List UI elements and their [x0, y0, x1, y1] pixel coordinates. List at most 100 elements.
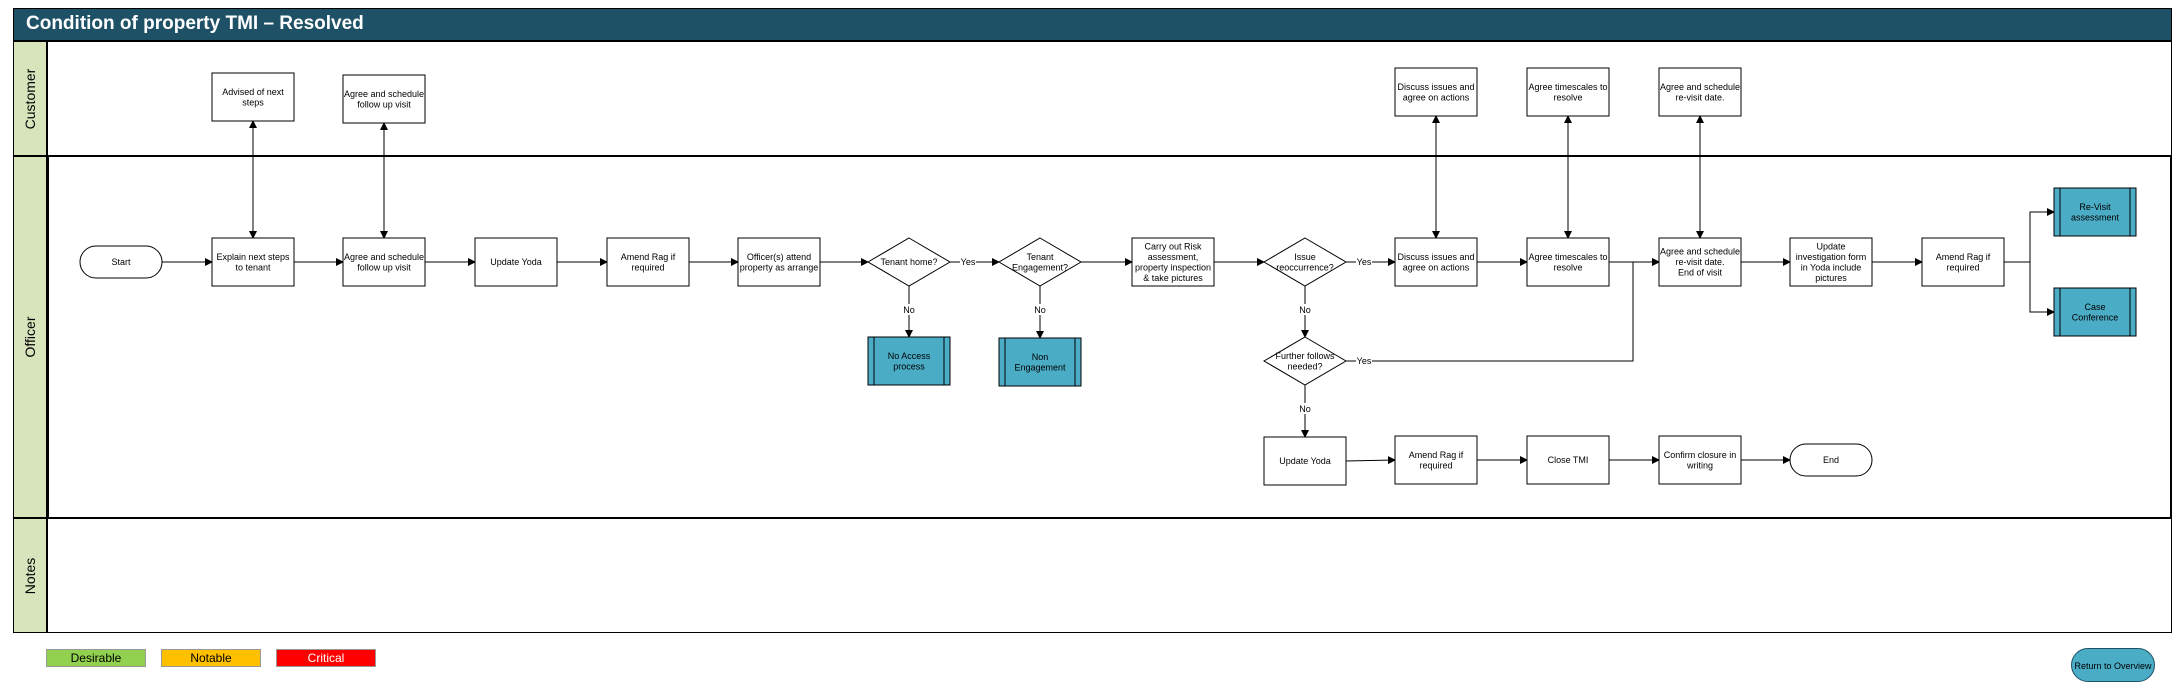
- node-label: resolve: [1553, 92, 1582, 102]
- lane-notes: [47, 518, 2172, 633]
- lane-label-customer: Customer: [13, 41, 47, 156]
- node-shape: [867, 336, 951, 386]
- node-label: Discuss issues and: [1397, 252, 1474, 262]
- legend-critical: Critical: [276, 649, 376, 667]
- legend-desirable: Desirable: [46, 649, 146, 667]
- node-label: re-visit date.: [1675, 257, 1724, 267]
- edge-label-yes: Yes: [1357, 356, 1372, 366]
- node-label: Carry out Risk: [1144, 241, 1202, 251]
- node-label: End of visit: [1678, 268, 1723, 278]
- node-yoda1: Update Yoda: [474, 237, 558, 287]
- node-shape: [867, 237, 951, 287]
- node-shape: [1658, 435, 1742, 485]
- node-label: Advised of next: [222, 87, 284, 97]
- node-shape: [1394, 435, 1478, 485]
- node-label: Engagement?: [1012, 262, 1068, 272]
- node-shape: [1394, 237, 1478, 287]
- node-label: Case: [2084, 302, 2105, 312]
- node-shape: [1789, 237, 1873, 287]
- edge-label-bg: [960, 256, 976, 267]
- node-label: property inspection: [1135, 262, 1211, 272]
- node-shape: [2053, 287, 2137, 337]
- edge-label-no: No: [903, 305, 915, 315]
- edge-label-yes: Yes: [1357, 257, 1372, 267]
- node-label: & take pictures: [1143, 273, 1203, 283]
- node-label: pictures: [1815, 273, 1847, 283]
- node-label: Tenant: [1026, 252, 1054, 262]
- node-close: Close TMI: [1526, 435, 1610, 485]
- node-shape: [998, 337, 1082, 387]
- node-shape: [1263, 436, 1347, 486]
- node-label: Engagement: [1014, 362, 1066, 372]
- node-label: resolve: [1553, 262, 1582, 272]
- legend-desirable-label: Desirable: [70, 651, 122, 665]
- node-label: assessment,: [1148, 252, 1199, 262]
- node-label: Tenant home?: [880, 257, 937, 267]
- node-label: property as arrange: [740, 262, 819, 272]
- edge-label-yes: Yes: [961, 257, 976, 267]
- edge-label-bg: [901, 304, 917, 315]
- node-label: Discuss issues and: [1397, 82, 1474, 92]
- node-shape: [1789, 443, 1873, 477]
- node-label: Update Yoda: [490, 257, 542, 267]
- node-shape: [1658, 67, 1742, 117]
- node-label: Agree and schedule: [344, 89, 424, 99]
- node-shape: [1394, 67, 1478, 117]
- lane-label-officer: Officer: [13, 156, 47, 518]
- node-shape: [1263, 336, 1347, 386]
- node-shape: [342, 74, 426, 124]
- node-shape: [1526, 67, 1610, 117]
- node-label: Close TMI: [1548, 455, 1589, 465]
- node-shape: [474, 237, 558, 287]
- node-label: Confirm closure in: [1664, 450, 1737, 460]
- node-shape: [2053, 187, 2137, 237]
- edge-label-bg: [1356, 355, 1372, 366]
- node-label: Amend Rag if: [1409, 450, 1464, 460]
- node-label: follow up visit: [357, 262, 411, 272]
- node-label: Amend Rag if: [1936, 252, 1991, 262]
- title-bar: Condition of property TMI – Resolved: [13, 8, 2172, 41]
- legend-notable-label: Notable: [190, 651, 232, 665]
- node-yoda2: Update Yoda: [1263, 436, 1347, 486]
- node-label: in Yoda include: [1801, 262, 1862, 272]
- node-shape: [211, 237, 295, 287]
- node-label: needed?: [1287, 361, 1322, 371]
- legend-critical-label: Critical: [307, 651, 345, 665]
- node-label: investigation form: [1796, 252, 1867, 262]
- connector-further-to-revisit_off: [1346, 258, 1660, 362]
- node-label: Agree timescales to: [1528, 252, 1607, 262]
- node-label: process: [893, 361, 925, 371]
- node-label: Non: [1032, 352, 1049, 362]
- node-label: required: [1946, 262, 1979, 272]
- connector-rag2-to-case_conf: [2004, 261, 2055, 316]
- node-label: Agree timescales to: [1528, 82, 1607, 92]
- node-label: Conference: [2072, 312, 2119, 322]
- node-label: Amend Rag if: [621, 252, 676, 262]
- return-to-overview-button[interactable]: Return to Overview: [2071, 648, 2155, 682]
- connector-rag2-to-revisit_assess: [2004, 208, 2055, 263]
- edge-label-bg: [1297, 403, 1313, 414]
- connector-yoda2-to-rag3: [1345, 456, 1396, 465]
- node-label: Agree and schedule: [1660, 247, 1740, 257]
- node-label: Further follows: [1275, 351, 1335, 361]
- edge-label-no: No: [1034, 305, 1046, 315]
- node-shape: [1658, 237, 1742, 287]
- node-shape: [342, 237, 426, 287]
- node-label: No Access: [888, 351, 931, 361]
